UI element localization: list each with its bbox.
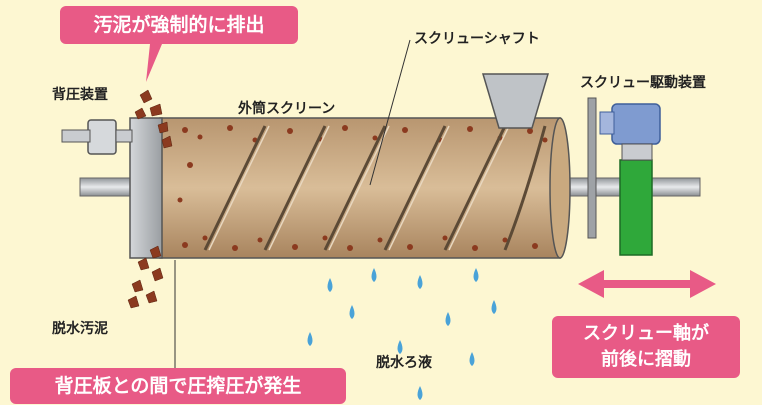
cylinder-end — [549, 117, 571, 259]
back-pressure-rod — [61, 129, 91, 143]
back-pressure-link — [115, 129, 133, 143]
back-pressure-plate — [129, 117, 163, 259]
back-pressure-device-label: 背圧装置 — [52, 87, 108, 103]
screw-shaft-leader — [369, 39, 411, 186]
drive-gearbox — [621, 143, 653, 161]
drive-coupling — [599, 111, 615, 135]
screw-shaft-label: スクリューシャフト — [414, 31, 540, 47]
back-pressure-device — [87, 119, 117, 155]
drive-motor — [611, 103, 661, 145]
slide-callout-line1: スクリュー軸が — [583, 323, 709, 344]
filtrate-drops — [307, 268, 497, 400]
discharged-sludge — [127, 89, 173, 309]
drive-stand — [619, 159, 653, 256]
slide-callout-line2: 前後に摺動 — [601, 349, 691, 370]
filtrate-label: 脱水ろ液 — [376, 355, 432, 371]
screw-drive-label: スクリュー駆動装置 — [580, 75, 706, 91]
dewatered-sludge-label: 脱水汚泥 — [52, 321, 108, 337]
slide-callout: スクリュー軸が 前後に摺動 — [552, 316, 740, 378]
outer-screen-cylinder — [159, 117, 561, 259]
top-callout-pointer — [146, 44, 162, 82]
outer-screen-label: 外筒スクリーン — [238, 101, 336, 117]
top-callout: 汚泥が強制的に排出 — [60, 6, 298, 44]
bottom-callout: 背圧板との間で圧搾圧が発生 — [10, 368, 346, 404]
screw-flight-highlights — [208, 125, 510, 251]
slide-arrow — [578, 270, 716, 298]
sludge-particles — [177, 125, 548, 251]
screw-flights — [203, 125, 547, 251]
feed-hopper — [481, 73, 550, 129]
drive-sprocket — [587, 97, 597, 239]
